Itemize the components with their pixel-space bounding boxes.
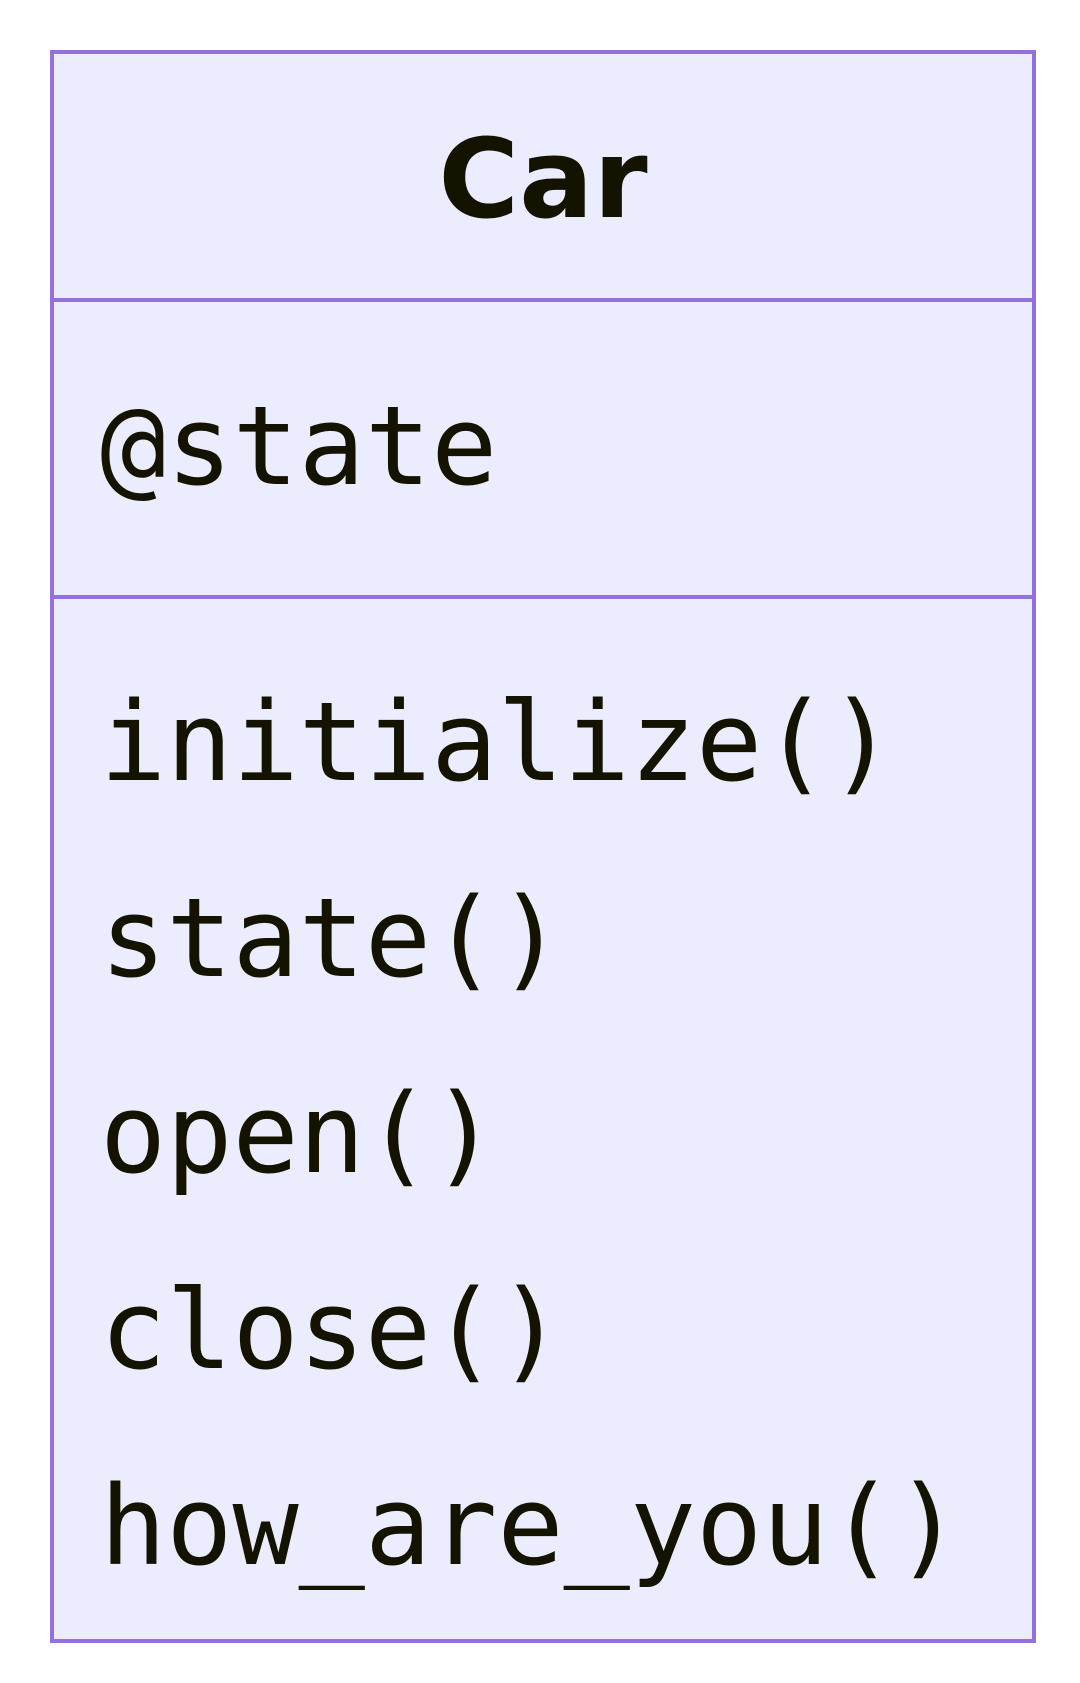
method-item: state(): [100, 874, 564, 1002]
method-item: close(): [100, 1266, 564, 1394]
header-divider: [54, 298, 1032, 302]
class-car-box: Car @state initialize() state() open() c…: [50, 50, 1036, 1643]
attributes-compartment: @state: [100, 302, 1000, 595]
class-name: Car: [438, 115, 648, 243]
methods-compartment: initialize() state() open() close() how_…: [100, 644, 1020, 1624]
attributes-divider: [54, 595, 1032, 599]
method-item: how_are_you(): [100, 1462, 961, 1590]
attribute-item: @state: [100, 381, 498, 510]
method-item: initialize(): [100, 678, 895, 806]
method-item: open(): [100, 1070, 498, 1198]
class-header: Car: [54, 54, 1032, 300]
